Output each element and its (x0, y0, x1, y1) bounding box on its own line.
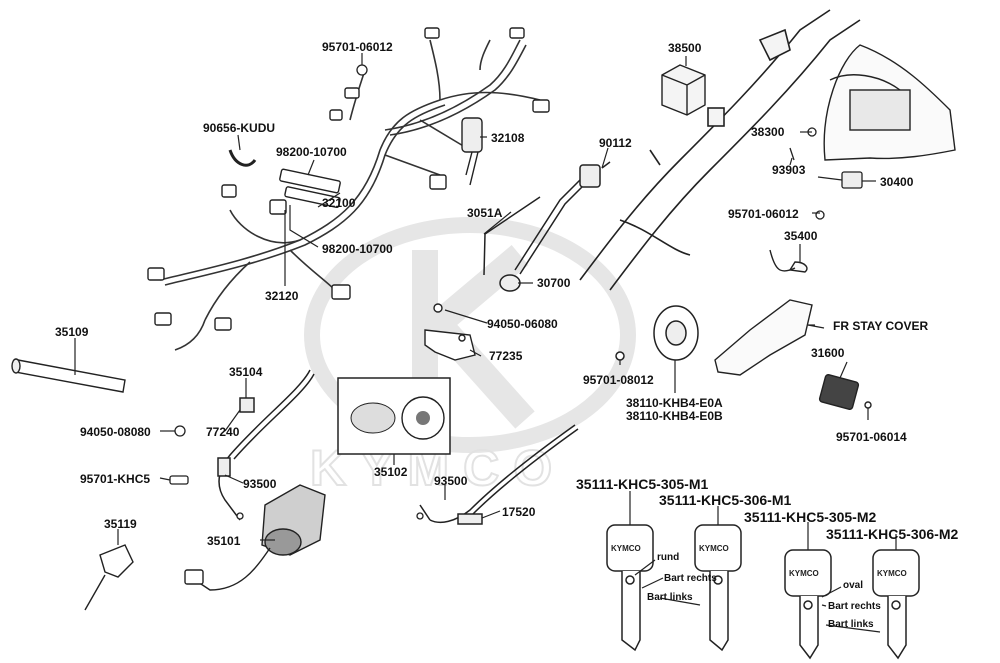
leader-lines (74, 53, 897, 633)
label-fr-stay-cover: FR STAY COVER (833, 319, 929, 333)
label-32100: 32100 (322, 196, 356, 210)
label-95701-06012-a: 95701-06012 (322, 40, 393, 54)
cable-17520 (419, 424, 579, 525)
clamp-90656 (228, 149, 257, 167)
label-35104: 35104 (229, 365, 263, 379)
key-brand-labels: KYMCO KYMCO KYMCO KYMCO (611, 544, 907, 578)
ignition-cable (483, 161, 611, 292)
key-4-brand: KYMCO (877, 569, 907, 578)
label-95701-06014: 95701-06014 (836, 430, 907, 444)
label-30700: 30700 (537, 276, 571, 290)
label-77240: 77240 (206, 425, 240, 439)
note-rund: rund (657, 552, 680, 563)
label-35119: 35119 (104, 517, 137, 531)
label-35111-khc5-305-m1: 35111-KHC5-305-M1 (576, 476, 709, 492)
label-95701-khc5: 95701-KHC5 (80, 472, 151, 486)
horn-38110 (615, 305, 699, 361)
label-38500: 38500 (668, 41, 702, 55)
box-38500 (661, 64, 706, 116)
fuse-holders (279, 168, 341, 209)
note-bart-links-2: Bart links (828, 619, 874, 630)
bar-35109 (11, 358, 126, 393)
headlight-housing (823, 44, 956, 161)
label-35400: 35400 (784, 229, 818, 243)
label-35102: 35102 (374, 465, 408, 479)
harness-connectors (147, 27, 550, 331)
regulator-31600 (818, 374, 872, 410)
label-98200-10700-b: 98200-10700 (322, 242, 393, 256)
cable-77240 (217, 369, 315, 521)
keys (606, 524, 920, 660)
fr-stay-bracket (714, 249, 813, 376)
label-31600: 31600 (811, 346, 845, 360)
key-1-brand: KYMCO (611, 544, 641, 553)
key-2-brand: KYMCO (699, 544, 729, 553)
frame-body (579, 9, 861, 291)
key-4 (872, 549, 920, 660)
label-90656-kudu: 90656-KUDU (203, 121, 276, 135)
key-1 (606, 524, 654, 652)
fasteners (169, 64, 825, 520)
label-93903: 93903 (772, 163, 806, 177)
label-30400: 30400 (880, 175, 914, 189)
note-bart-rechts-2: Bart rechts (828, 601, 881, 612)
label-94050-06080: 94050-06080 (487, 317, 558, 331)
wire-harness (159, 39, 541, 351)
label-90112: 90112 (599, 136, 632, 150)
label-3051a: 3051A (467, 206, 503, 220)
ignition-switch-35101 (184, 484, 326, 591)
label-93500-b: 93500 (434, 474, 468, 488)
label-35111-khc5-306-m1: 35111-KHC5-306-M1 (659, 492, 792, 508)
inset-35102 (337, 377, 451, 455)
label-77235: 77235 (489, 349, 523, 363)
label-38300: 38300 (751, 125, 785, 139)
label-95701-08012: 95701-08012 (583, 373, 654, 387)
label-98200-10700-a: 98200-10700 (276, 145, 347, 159)
key-3-brand: KYMCO (789, 569, 819, 578)
label-95701-06012-b: 95701-06012 (728, 207, 799, 221)
label-38110-khb4-e0b: 38110-KHB4-E0B (626, 409, 723, 423)
label-32108: 32108 (491, 131, 525, 145)
key-3 (784, 549, 832, 660)
watermark-ring (304, 217, 636, 453)
key-2 (694, 524, 742, 652)
label-35109: 35109 (55, 325, 89, 339)
bracket-77235 (424, 303, 476, 361)
label-35111-khc5-306-m2: 35111-KHC5-306-M2 (826, 526, 959, 542)
label-32120: 32120 (265, 289, 299, 303)
label-94050-08080: 94050-08080 (80, 425, 151, 439)
label-17520: 17520 (502, 505, 536, 519)
label-93500-a: 93500 (243, 477, 277, 491)
label-35111-khc5-305-m2: 35111-KHC5-305-M2 (744, 509, 877, 525)
note-oval: oval (843, 580, 864, 591)
label-35101: 35101 (207, 534, 241, 548)
relay-32108 (461, 117, 483, 186)
note-bart-rechts-1: Bart rechts (664, 573, 717, 584)
note-bart-links-1: Bart links (647, 592, 693, 603)
bracket-35119 (84, 544, 134, 611)
label-38110-khb4-e0a: 38110-KHB4-E0A (626, 396, 723, 410)
